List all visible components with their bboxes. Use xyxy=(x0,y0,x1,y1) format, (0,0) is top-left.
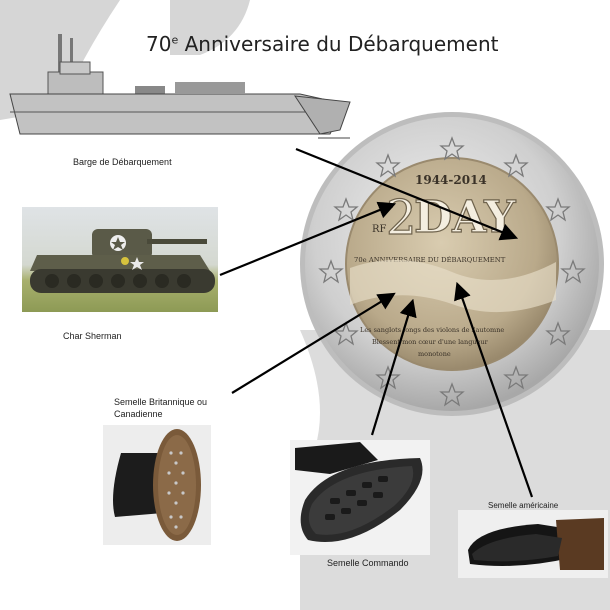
arrow-tank xyxy=(219,201,397,277)
coin-inscription-line2: Blessent mon cœur d'une langueur xyxy=(372,338,489,346)
arrow-barge xyxy=(295,147,519,241)
coin-big-digit: 2 xyxy=(386,190,417,246)
british-boot-illustration xyxy=(113,429,201,541)
tank-illustration xyxy=(30,229,215,293)
coin-country: RF xyxy=(372,224,387,235)
page-title: 70e Anniversaire du Débarquement xyxy=(146,32,499,56)
sherman-tank-photo xyxy=(22,207,218,312)
coin-inscription: Les sanglots longs des violons de l'auto… xyxy=(360,326,504,358)
caption-british-sole-line2: Canadienne xyxy=(114,409,163,419)
caption-british-sole: Semelle Britannique ou Canadienne xyxy=(114,396,234,420)
american-boot-illustration xyxy=(468,518,604,570)
caption-british-sole-line1: Semelle Britannique ou xyxy=(114,397,208,407)
arrow-american-sole xyxy=(454,281,534,498)
coin-inscription-line3: monotone xyxy=(418,350,451,358)
caption-commando-sole: Semelle Commando xyxy=(327,558,409,568)
coin-stars xyxy=(318,136,586,407)
coin-inscription-line1: Les sanglots longs des violons de l'auto… xyxy=(360,326,504,334)
landing-barge-drawing xyxy=(9,34,351,139)
coin-beach-relief xyxy=(350,259,556,313)
arrow-commando-sole xyxy=(370,298,417,436)
commando-boot-illustration xyxy=(295,442,423,542)
british-sole-photo xyxy=(103,425,211,545)
arrow-british-sole xyxy=(231,292,396,394)
caption-barge: Barge de Débarquement xyxy=(73,157,172,167)
coin: 1944-2014 2 DAY RF 70e ANNIVERSAIRE DU D… xyxy=(300,112,604,416)
coin-anniversary-text: 70e ANNIVERSAIRE DU DÉBARQUEMENT xyxy=(354,255,506,264)
american-sole-photo xyxy=(458,510,608,578)
commando-sole-photo xyxy=(290,440,430,555)
coin-years: 1944-2014 xyxy=(415,173,487,187)
caption-american-sole: Semelle américaine xyxy=(488,501,559,510)
caption-tank: Char Sherman xyxy=(63,331,122,341)
